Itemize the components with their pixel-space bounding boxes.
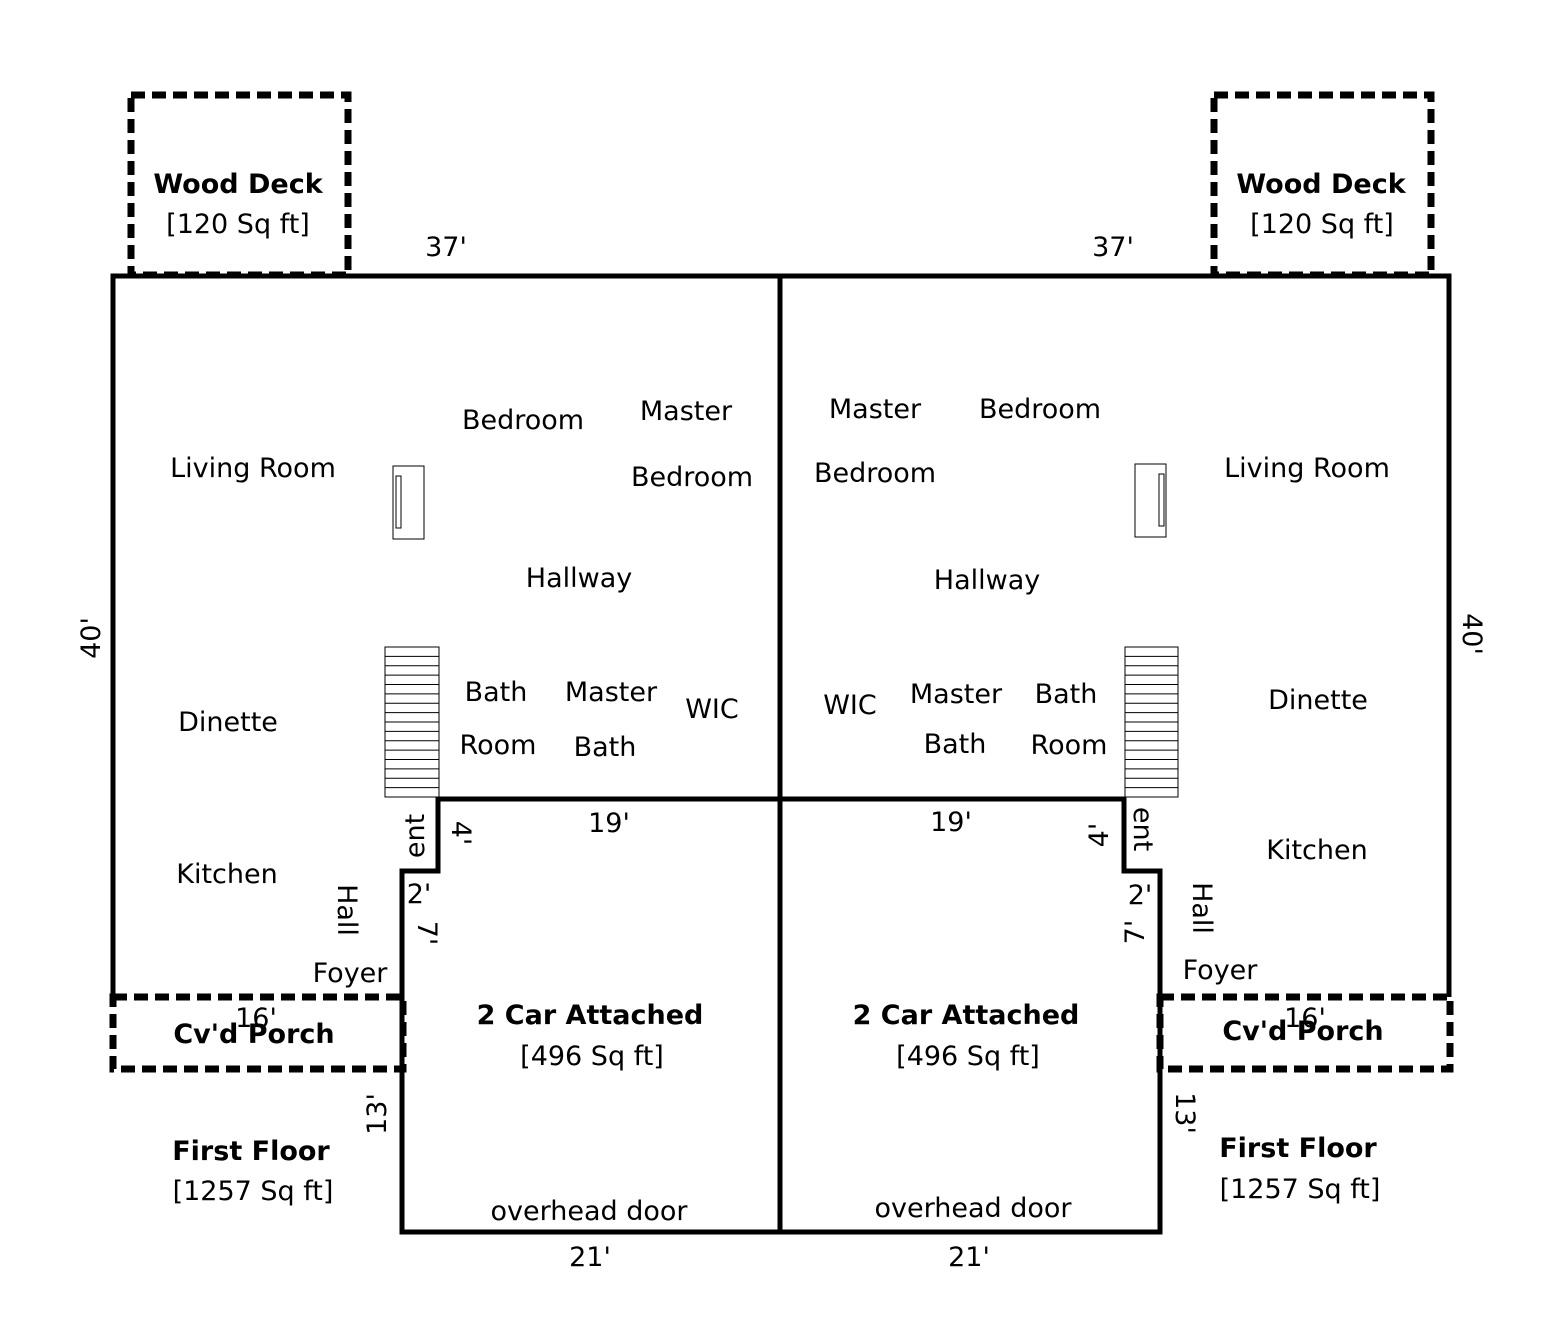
room-wic-right: WIC bbox=[823, 690, 877, 721]
room-mbath-left-2: Bath bbox=[574, 732, 637, 763]
dim-garage-top-right: 19' bbox=[930, 807, 972, 838]
dim-side-right: 40' bbox=[1456, 613, 1487, 655]
porch-right bbox=[1156, 993, 1454, 1073]
garage-left-area: [496 Sq ft] bbox=[520, 1041, 664, 1072]
floor-right-title: First Floor bbox=[1219, 1133, 1377, 1164]
room-dinette-left: Dinette bbox=[178, 707, 278, 738]
room-bath-left-2: Room bbox=[460, 730, 537, 761]
room-wic-left: WIC bbox=[685, 694, 739, 725]
wall-left-outer bbox=[110, 273, 780, 997]
garage-right-title: 2 Car Attached bbox=[853, 1000, 1080, 1031]
room-living-left: Living Room bbox=[170, 453, 336, 484]
garage-right-door: overhead door bbox=[874, 1193, 1072, 1224]
floor-left-title: First Floor bbox=[172, 1136, 330, 1167]
deck-left-area: [120 Sq ft] bbox=[166, 209, 310, 240]
dim-top-left: 37' bbox=[425, 232, 467, 263]
room-foyer-left: Foyer bbox=[313, 958, 389, 989]
room-master-right-1: Master bbox=[829, 394, 922, 425]
floor-right-area: [1257 Sq ft] bbox=[1220, 1174, 1381, 1205]
dim-garage-bottom-left: 21' bbox=[569, 1242, 611, 1273]
dim-garage-side-left: 13' bbox=[362, 1093, 393, 1135]
room-master-left-1: Master bbox=[640, 396, 733, 427]
stairs-right bbox=[1124, 646, 1179, 798]
garage-right-area: [496 Sq ft] bbox=[896, 1041, 1040, 1072]
room-bath-left-1: Bath bbox=[465, 677, 528, 708]
dim-porch-left: 16' bbox=[235, 1003, 277, 1034]
room-foyer-right: Foyer bbox=[1183, 955, 1259, 986]
room-bath-right-1: Bath bbox=[1035, 679, 1098, 710]
closet-door-left bbox=[395, 475, 402, 529]
garage-right-wall bbox=[780, 796, 1163, 1235]
dim-hall-left: 7' bbox=[411, 921, 442, 946]
room-hall-right: Hall bbox=[1186, 882, 1217, 934]
garage-left-wall bbox=[399, 796, 780, 1235]
room-bath-right-2: Room bbox=[1031, 730, 1108, 761]
dim-porch-right: 16' bbox=[1284, 1003, 1326, 1034]
room-hallway-right: Hallway bbox=[934, 565, 1040, 596]
floor-left-area: [1257 Sq ft] bbox=[173, 1176, 334, 1207]
porch-right-label: Cv'd Porch bbox=[1222, 1016, 1383, 1047]
room-ent-right: ent bbox=[1127, 807, 1158, 851]
deck-right-title: Wood Deck bbox=[1236, 169, 1406, 200]
dim-garage-top-left: 19' bbox=[588, 808, 630, 839]
dim-top-right: 37' bbox=[1092, 232, 1134, 263]
room-mbath-right-1: Master bbox=[910, 679, 1003, 710]
room-hall-left: Hall bbox=[331, 884, 362, 936]
deck-right-area: [120 Sq ft] bbox=[1250, 209, 1394, 240]
room-kitchen-right: Kitchen bbox=[1266, 835, 1367, 866]
garage-left-title: 2 Car Attached bbox=[477, 1000, 704, 1031]
room-hallway-left: Hallway bbox=[526, 563, 632, 594]
porch-left-label: Cv'd Porch bbox=[173, 1019, 334, 1050]
dim-side-left: 40' bbox=[76, 617, 107, 659]
dim-hall-right: 7' bbox=[1120, 920, 1151, 945]
wall-right-outer bbox=[780, 273, 1452, 997]
room-mbath-left-1: Master bbox=[565, 677, 658, 708]
room-bedroom-right: Bedroom bbox=[979, 394, 1101, 425]
room-mbath-right-2: Bath bbox=[924, 729, 987, 760]
dim-ent-left: 4' bbox=[445, 821, 476, 846]
garage-left-door: overhead door bbox=[490, 1196, 688, 1227]
room-dinette-right: Dinette bbox=[1268, 685, 1368, 716]
dim-garage-side-right: 13' bbox=[1169, 1092, 1200, 1134]
room-ent-left: ent bbox=[400, 814, 431, 858]
dim-step-left: 2' bbox=[407, 879, 432, 910]
room-master-right-2: Bedroom bbox=[814, 458, 936, 489]
dim-garage-bottom-right: 21' bbox=[948, 1242, 990, 1273]
deck-left-title: Wood Deck bbox=[153, 169, 323, 200]
stairs-left bbox=[384, 646, 440, 798]
dim-ent-right: 4' bbox=[1084, 823, 1115, 848]
room-master-left-2: Bedroom bbox=[631, 462, 753, 493]
room-living-right: Living Room bbox=[1224, 453, 1390, 484]
closet-door-right bbox=[1158, 473, 1165, 527]
dim-step-right: 2' bbox=[1128, 880, 1153, 911]
room-kitchen-left: Kitchen bbox=[176, 859, 277, 890]
room-bedroom-left: Bedroom bbox=[462, 405, 584, 436]
